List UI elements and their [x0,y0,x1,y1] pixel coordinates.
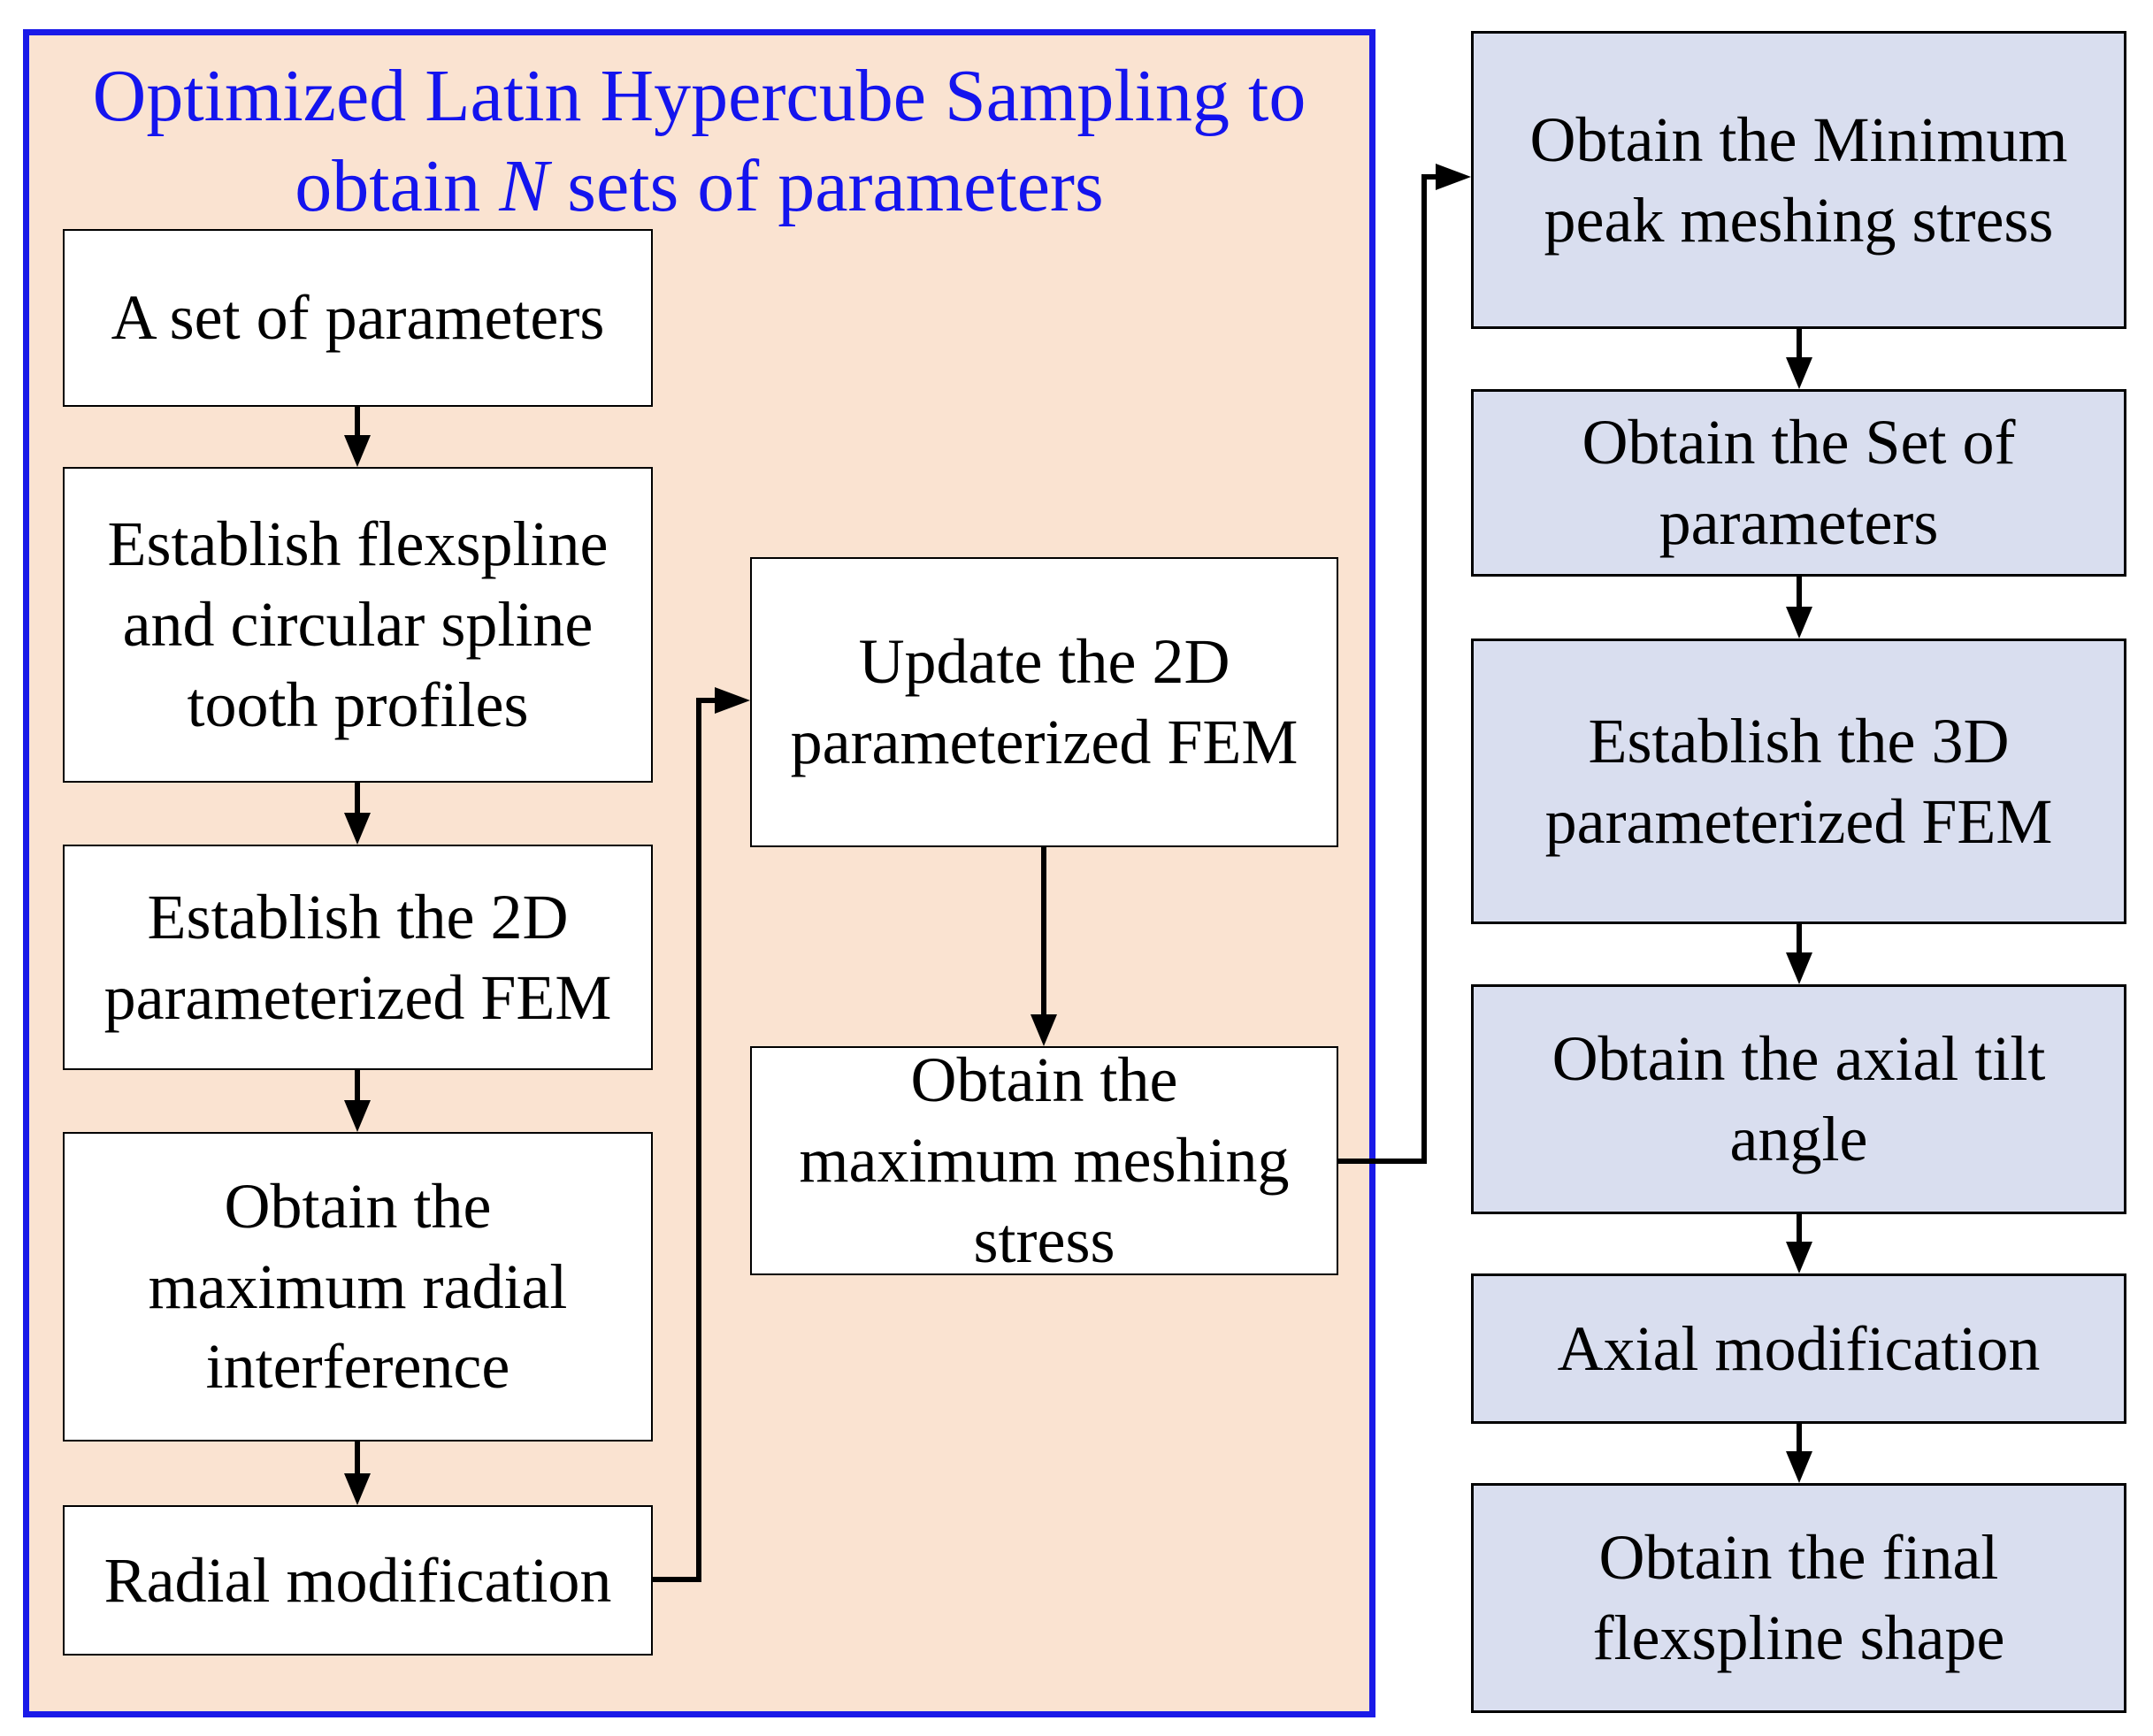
box-label: Obtain the Minimum peak meshing stress [1529,103,2068,256]
box-obtain-set-of-parameters: Obtain the Set of parameters [1471,389,2126,577]
arrow-down-icon [1786,329,1812,389]
arrow-right-icon [1436,164,1471,190]
box-radial-modification: Radial modification [63,1505,653,1656]
box-update-2d-fem: Update the 2D parameterized FEM [750,557,1338,847]
box-label: Axial modification [1557,1312,2041,1384]
arrow-down-icon [344,1070,371,1132]
container-title-line2: obtain N sets of parameters [295,145,1104,228]
box-label: Obtain the maximum radial interference [148,1170,568,1403]
box-obtain-minimum-peak-meshing-stress: Obtain the Minimum peak meshing stress [1471,31,2126,329]
arrow-down-icon [1786,924,1812,984]
box-label: Obtain the final flexspline shape [1592,1522,2005,1673]
box-establish-2d-fem: Establish the 2D parameterized FEM [63,845,653,1070]
box-axial-modification: Axial modification [1471,1273,2126,1424]
box-obtain-axial-tilt-angle: Obtain the axial tilt angle [1471,984,2126,1214]
container-title: Optimized Latin Hypercube Sampling to ob… [23,51,1375,233]
connector-radial-to-update [652,1577,701,1582]
arrow-down-icon [344,407,371,467]
box-establish-3d-fem: Establish the 3D parameterized FEM [1471,639,2126,924]
arrow-down-icon [1031,847,1057,1046]
box-label: Radial modification [103,1544,612,1616]
arrow-down-icon [1786,1424,1812,1483]
box-label: Establish the 2D parameterized FEM [103,881,612,1033]
box-label: Obtain the axial tilt angle [1552,1023,2046,1174]
connector-stress-to-minimum [1421,174,1427,1164]
arrow-down-icon [344,1442,371,1505]
box-label: Establish flexspline and circular spline… [107,509,609,740]
box-label: Establish the 3D parameterized FEM [1544,705,2053,857]
italic-n: N [499,145,549,228]
arrow-right-icon [715,687,750,714]
box-label: A set of parameters [111,282,605,354]
connector-stress-to-minimum [1338,1159,1427,1164]
arrow-down-icon [1786,1214,1812,1273]
connector-stress-to-minimum [1421,174,1437,180]
arrow-down-icon [1786,577,1812,639]
connector-radial-to-update [696,698,701,1582]
box-establish-tooth-profiles: Establish flexspline and circular spline… [63,467,653,783]
box-obtain-max-radial-interference: Obtain the maximum radial interference [63,1132,653,1442]
box-a-set-of-parameters: A set of parameters [63,229,653,407]
arrow-down-icon [344,783,371,845]
box-label: Obtain the maximum meshing stress [799,1044,1290,1276]
box-obtain-final-flexspline-shape: Obtain the final flexspline shape [1471,1483,2126,1713]
box-label: Update the 2D parameterized FEM [790,626,1299,777]
container-title-line1: Optimized Latin Hypercube Sampling to [92,55,1306,137]
box-obtain-max-meshing-stress: Obtain the maximum meshing stress [750,1044,1338,1276]
connector-radial-to-update [696,698,716,703]
box-label: Obtain the Set of parameters [1582,407,2016,558]
